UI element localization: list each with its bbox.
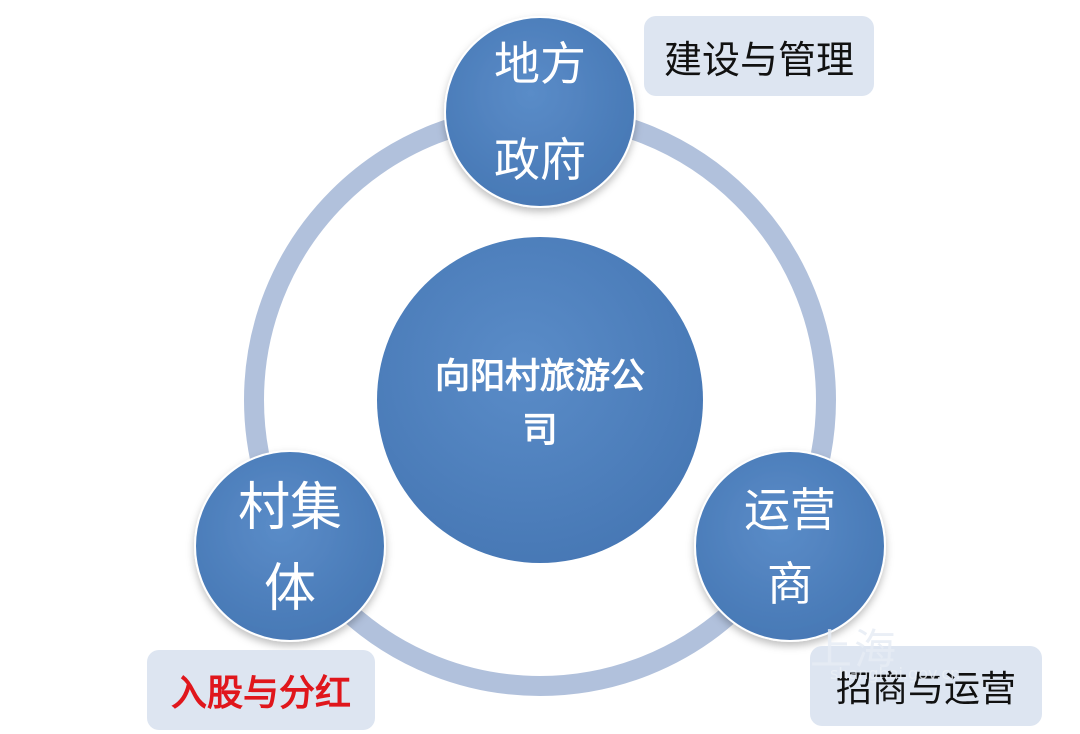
center-node-line2: 司 bbox=[522, 411, 557, 451]
node-top-line1: 地方 bbox=[494, 37, 586, 91]
node-right bbox=[694, 450, 886, 642]
node-left-line1: 村集 bbox=[238, 478, 342, 538]
center-node bbox=[377, 237, 703, 563]
label-right: 招商与运营 bbox=[810, 646, 1042, 726]
node-right-line1: 运营 bbox=[744, 483, 836, 537]
center-node-line1: 向阳村旅游公 bbox=[435, 357, 645, 397]
node-right-line2: 商 bbox=[767, 557, 813, 611]
node-top-line2: 政府 bbox=[494, 133, 586, 187]
node-top bbox=[444, 16, 636, 208]
node-left-line2: 体 bbox=[264, 559, 316, 619]
label-left: 入股与分红 bbox=[147, 650, 375, 730]
label-top: 建设与管理 bbox=[644, 16, 874, 96]
node-left bbox=[194, 450, 386, 642]
